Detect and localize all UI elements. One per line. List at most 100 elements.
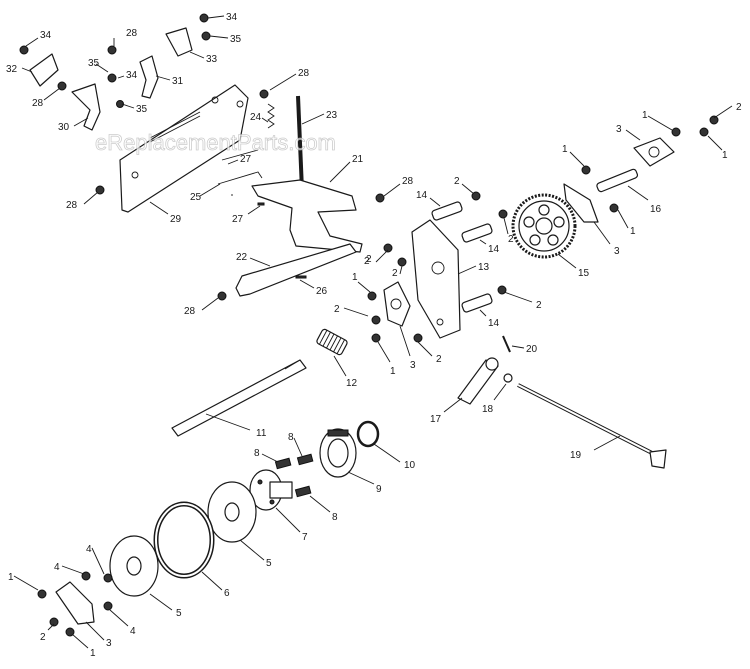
callout-13: 13: [457, 262, 490, 275]
arm-part: [235, 243, 357, 297]
callout-31: 31: [155, 75, 184, 87]
callout-3: 3: [399, 325, 416, 371]
callout-14: 14: [479, 239, 500, 255]
callout-4: 4: [86, 544, 105, 575]
leader-line: [227, 159, 239, 165]
leader-line: [149, 593, 173, 611]
callout-18: 18: [482, 383, 507, 415]
callout-number: 28: [66, 200, 78, 211]
leader-line: [503, 291, 533, 303]
callout-16: 16: [627, 185, 662, 215]
leader-line: [275, 507, 301, 533]
callout-number: 25: [190, 192, 202, 203]
callout-32: 32: [6, 64, 33, 75]
spacer-shaft-part: [461, 223, 493, 243]
leader-line: [61, 565, 85, 575]
callout-23: 23: [301, 110, 338, 125]
callout-2: 2: [364, 249, 389, 267]
callout-21: 21: [329, 154, 364, 183]
callout-14: 14: [416, 190, 441, 207]
callout-number: 27: [240, 154, 252, 165]
callout-number: 3: [410, 360, 416, 371]
leader-line: [627, 185, 649, 201]
callout-number: 24: [250, 112, 262, 123]
callout-2: 2: [454, 176, 475, 195]
leader-line: [347, 471, 375, 485]
leader-line: [207, 15, 225, 19]
leader-line: [461, 183, 475, 195]
spring-part: [267, 103, 275, 129]
callout-number: 15: [578, 268, 590, 279]
leader-line: [479, 239, 487, 245]
leader-line: [121, 103, 135, 109]
linkage-assembly-part: [251, 179, 363, 253]
callout-34: 34: [117, 70, 138, 81]
leader-line: [205, 413, 251, 431]
callout-34: 34: [207, 12, 238, 23]
bracket-right-part: [139, 55, 159, 99]
callout-4: 4: [54, 562, 85, 575]
leader-line: [429, 197, 441, 207]
callout-number: 9: [376, 484, 382, 495]
callout-5: 5: [239, 539, 272, 569]
callout-6: 6: [201, 571, 230, 599]
callout-28: 28: [32, 87, 61, 109]
retaining-ring-part: [356, 420, 380, 448]
leader-line: [239, 539, 265, 561]
leader-line: [375, 249, 389, 263]
callout-number: 14: [488, 244, 500, 255]
callout-number: 8: [288, 432, 294, 443]
leader-line: [95, 63, 109, 73]
leader-line: [309, 495, 331, 513]
callout-15: 15: [557, 253, 590, 279]
callout-number: 27: [232, 214, 244, 225]
callout-number: 4: [54, 562, 60, 573]
callout-number: 19: [570, 450, 582, 461]
callout-number: 28: [184, 306, 196, 317]
leader-line: [557, 253, 577, 269]
callout-27: 27: [227, 154, 252, 165]
callout-number: 2: [392, 268, 398, 279]
washer-part: [503, 373, 513, 383]
callout-number: 16: [650, 204, 662, 215]
callout-number: 28: [32, 98, 44, 109]
callout-30: 30: [58, 117, 89, 133]
callout-22: 22: [236, 252, 271, 267]
callout-1: 1: [71, 633, 96, 659]
callout-number: 5: [266, 558, 272, 569]
callout-number: 2: [436, 354, 442, 365]
callout-1: 1: [562, 144, 585, 167]
rod-part: [296, 95, 304, 191]
leader-line: [417, 341, 433, 357]
plate-left-part: [29, 53, 59, 87]
drive-hub-part: [319, 428, 357, 478]
leader-line: [593, 435, 621, 451]
friction-disc-part: [109, 535, 159, 597]
callout-number: 1: [352, 272, 358, 283]
callout-2: 2: [231, 194, 372, 265]
callout-number: 35: [88, 58, 100, 69]
pinion-gear-part: [316, 328, 348, 356]
callout-number: 11: [256, 428, 267, 439]
callout-number: 14: [416, 190, 428, 201]
leader-line: [91, 547, 105, 575]
leader-line: [25, 37, 39, 47]
leader-line: [569, 151, 585, 167]
leader-line: [249, 257, 271, 267]
callout-28: 28: [184, 297, 219, 317]
leader-line: [299, 279, 315, 289]
callout-number: 1: [8, 572, 14, 583]
leader-line: [247, 205, 261, 215]
leader-line: [293, 437, 303, 457]
leader-line: [85, 621, 105, 641]
callout-2: 2: [40, 623, 55, 643]
leader-line: [301, 113, 325, 125]
bearing-flange-part: [633, 137, 675, 167]
callout-8: 8: [254, 448, 279, 463]
callout-number: 3: [106, 638, 112, 649]
callout-3: 3: [593, 221, 620, 257]
bearing-flange-part: [383, 281, 411, 327]
callout-11: 11: [205, 413, 267, 439]
bracket-plate-part: [411, 219, 461, 339]
